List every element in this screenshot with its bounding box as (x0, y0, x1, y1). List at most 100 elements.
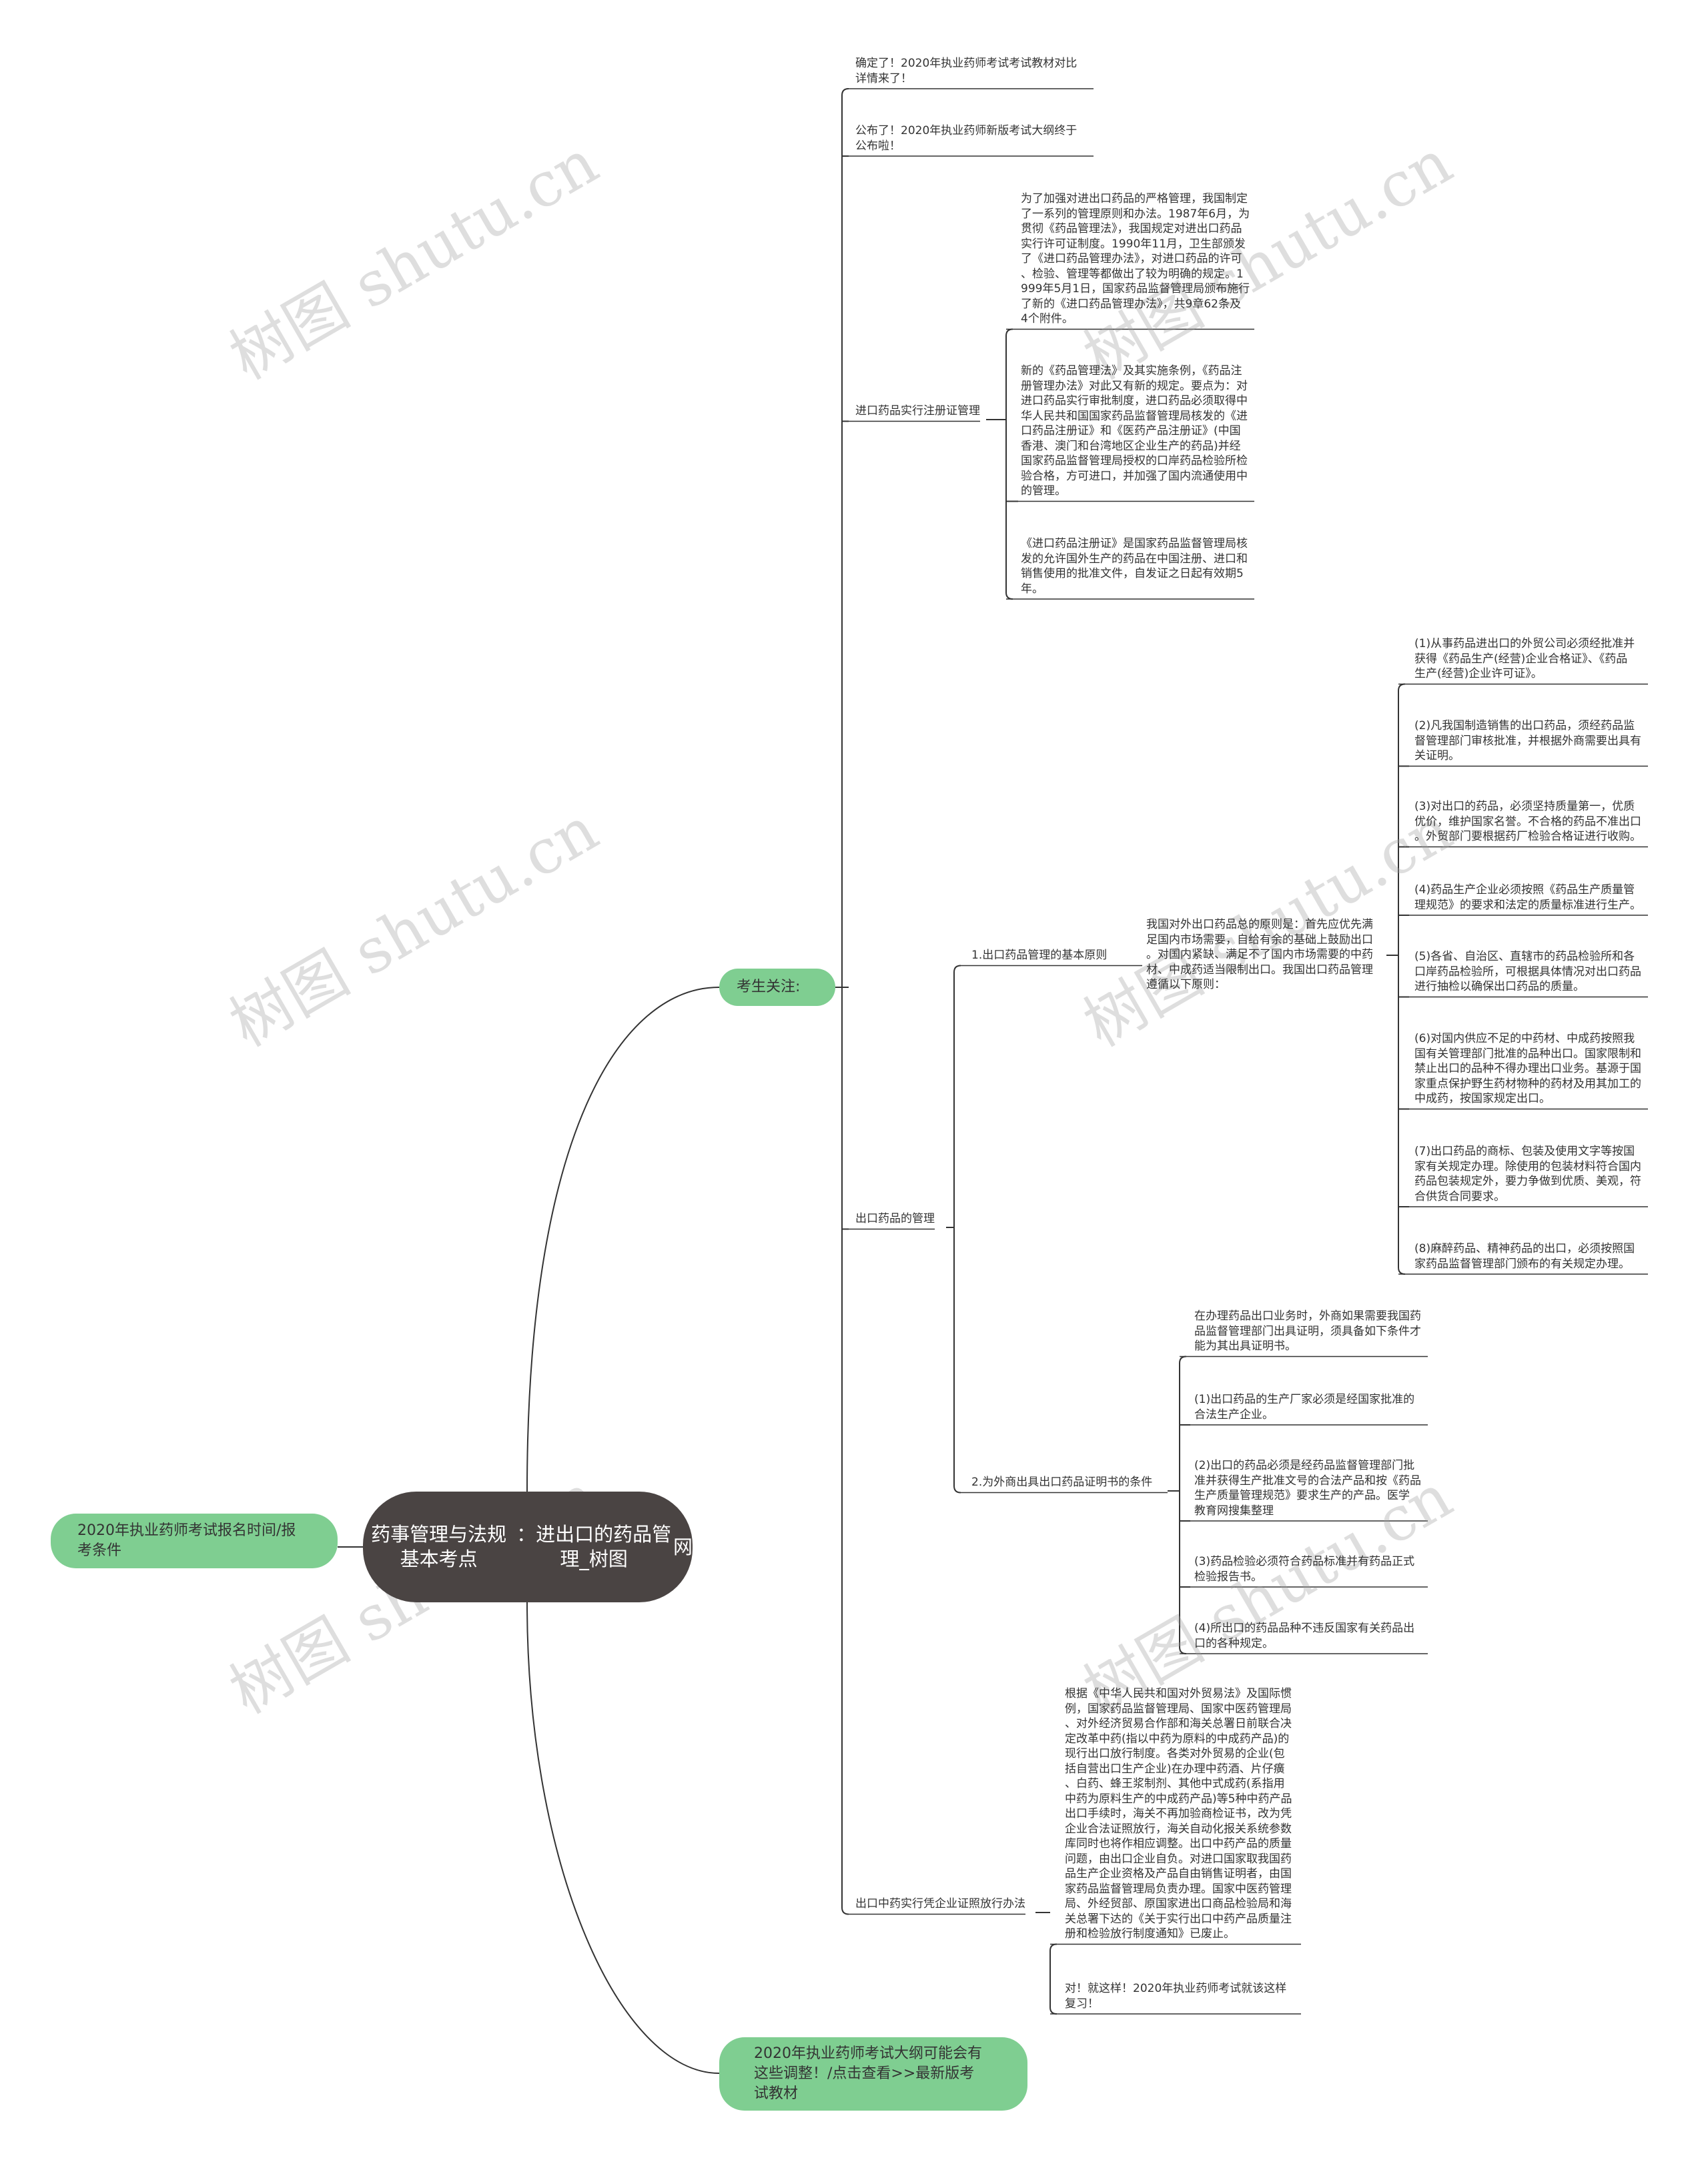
principle-item-4-line: 理规范》的要求和法定的质量标准进行生产。 (1414, 898, 1641, 912)
tcm-export-policy-text-line: 局、外经贸部、原国家进出口商品检验局和海 (1065, 1897, 1292, 1911)
principle-item-5-line: 口岸药品检验所，可根据具体情况对出口药品 (1414, 965, 1641, 979)
principle-item-6[interactable]: (6)对国内供应不足的中药材、中成药按照我国有关管理部门批准的品种出口。国家限制… (1414, 1031, 1641, 1107)
connector (526, 1602, 720, 2074)
connector (1049, 1943, 1057, 2015)
certificate-condition-2-line: 生产质量管理规范》要求生产的产品。医学 (1194, 1489, 1410, 1502)
export-certificate-branch[interactable]: 2.为外商出具出口药品证明书的条件 (971, 1475, 1152, 1490)
principle-item-7[interactable]: (7)出口药品的商标、包装及使用文字等按国家有关规定办理。除使用的包装材料符合国… (1414, 1144, 1641, 1204)
topic-dagang-update[interactable]: 2020年执业药师考试大纲可能会有这些调整！/点击查看>>最新版考试教材 (719, 2037, 1027, 2111)
topic-kaosheng-line: 考生关注: (737, 979, 801, 995)
import-new-rules-text-line: 国家药品监督管理局授权的口岸药品检验所检 (1021, 454, 1248, 468)
branch-import-registration[interactable]: 进口药品实行注册证管理 (855, 404, 980, 419)
tcm-export-policy-text-line: 册和检验放行制度通知》已废止。 (1065, 1927, 1235, 1941)
certificate-condition-3-line: (3)药品检验必须符合药品标准并有药品正式 (1194, 1555, 1415, 1568)
principle-item-6-line: 禁止出口的品种不得办理出口业务。基源于国 (1414, 1062, 1641, 1075)
principle-item-6-line: 国有关管理部门批准的品种出口。国家限制和 (1414, 1047, 1641, 1061)
tcm-export-policy-text-line: 、白药、蜂王浆制剂、其他中式成药(系指用 (1065, 1777, 1285, 1790)
certificate-condition-2-line: 教育网搜集整理 (1194, 1504, 1274, 1518)
branch-export-management[interactable]: 出口药品的管理 (855, 1211, 935, 1227)
certificate-condition-3[interactable]: (3)药品检验必须符合药品标准并有药品正式检验报告书。 (1194, 1554, 1414, 1584)
certificate-condition-0-line: 品监督管理部门出具证明，须具备如下条件才 (1194, 1324, 1421, 1338)
tcm-export-policy-text-line: 中药为原料生产的中成药产品)等5种中药产品 (1065, 1792, 1292, 1806)
left-topic-registration-line: 2020年执业药师考试报名时间/报 (77, 1522, 296, 1539)
import-certificate-text[interactable]: 《进口药品注册证》是国家药品监督管理局核发的允许国外生产的药品在中国注册、进口和… (1021, 536, 1248, 596)
branch-import-registration-line: 进口药品实行注册证管理 (855, 404, 980, 418)
branch-syllabus-published[interactable]: 公布了！2020年执业药师新版考试大纲终于公布啦！ (855, 123, 1077, 153)
export-principles-branch[interactable]: 1.出口药品管理的基本原则 (971, 948, 1107, 963)
connector (1005, 328, 1013, 600)
connector (841, 88, 849, 1915)
connector (1398, 683, 1406, 1275)
branch-export-management-line: 出口药品的管理 (855, 1212, 935, 1225)
branch-tcm-export-line: 出口中药实行凭企业证照放行办法 (855, 1897, 1025, 1911)
principle-item-3-line: 优价，维护国家名誉。不合格的药品不准出口 (1414, 815, 1641, 829)
branch-textbook-compare[interactable]: 确定了！2020年执业药师考试考试教材对比详情来了！ (855, 56, 1077, 86)
certificate-condition-4[interactable]: (4)所出口的药品品种不违反国家有关药品出口的各种规定。 (1194, 1621, 1414, 1651)
export-principles-intro-line: 遵循以下原则： (1146, 978, 1226, 991)
tcm-export-conclusion-text-line: 对！就这样！2020年执业药师考试就该这样 (1065, 1982, 1287, 1995)
topic-dagang-update-line: 试教材 (754, 2085, 799, 2102)
principle-item-6-line: 中成药，按国家规定出口。 (1414, 1092, 1551, 1105)
branch-syllabus-published-line: 公布了！2020年执业药师新版考试大纲终于 (855, 124, 1078, 137)
export-principles-intro-line: 我国对外出口药品总的原则是：首先应优先满 (1146, 918, 1373, 931)
left-topic-registration[interactable]: 2020年执业药师考试报名时间/报考条件 (51, 1514, 338, 1568)
principle-item-1-line: 生产(经营)企业许可证》。 (1414, 667, 1543, 680)
certificate-condition-0[interactable]: 在办理药品出口业务时，外商如果需要我国药品监督管理部门出具证明，须具备如下条件才… (1194, 1309, 1421, 1354)
tcm-export-policy-text-line: 家药品监督管理局负责办理。国家中医药管理 (1065, 1882, 1292, 1896)
principle-item-7-line: 药品包装规定外，要力争做到优质、美观，符 (1414, 1175, 1641, 1188)
tcm-export-policy-text-line: 例，国家药品监督管理局、国家中医药管理局 (1065, 1702, 1292, 1716)
topic-kaosheng[interactable]: 考生关注: (719, 969, 835, 1006)
principle-item-7-line: (7)出口药品的商标、包装及使用文字等按国 (1414, 1145, 1635, 1158)
export-certificate-branch-line: 2.为外商出具出口药品证明书的条件 (971, 1476, 1153, 1489)
import-new-rules-text[interactable]: 新的《药品管理法》及其实施条例，《药品注册管理办法》对此又有新的规定。要点为：对… (1021, 364, 1248, 499)
principle-item-1[interactable]: (1)从事药品进出口的外贸公司必须经批准并获得《药品生产(经营)企业合格证》、《… (1414, 636, 1635, 682)
tcm-export-policy-text-line: 关总署下达的《关于实行出口中药产品质量注 (1065, 1912, 1292, 1926)
tcm-export-policy-text-line: 问题，由出口企业自负。对进口国家取我国药 (1065, 1852, 1292, 1866)
principle-item-8-line: (8)麻醉药品、精神药品的出口，必须按照国 (1414, 1242, 1635, 1255)
certificate-condition-2[interactable]: (2)出口的药品必须是经药品监督管理部门批准并获得生产批准文号的合法产品和按《药… (1194, 1458, 1421, 1518)
branch-syllabus-published-line: 公布啦！ (855, 139, 901, 153)
principle-item-3-line: (3)对出口的药品，必须坚持质量第一，优质 (1414, 800, 1635, 813)
import-history-text-line: 为了加强对进出口药品的严格管理，我国制定 (1021, 192, 1248, 205)
principle-item-2-line: 关证明。 (1414, 749, 1460, 762)
principle-item-5[interactable]: (5)各省、自治区、直辖市的药品检验所和各口岸药品检验所，可根据具体情况对出口药… (1414, 949, 1641, 995)
principle-item-4-line: (4)药品生产企业必须按照《药品生产质量管 (1414, 883, 1635, 897)
export-principles-intro-line: 材、中成药适当限制出口。我国出口药品管理 (1146, 963, 1373, 977)
import-history-text-line: 贯彻《药品管理法》，我国规定对进出口药品 (1021, 222, 1242, 235)
principle-item-2[interactable]: (2)凡我国制造销售的出口药品，须经药品监督管理部门审核批准，并根据外商需要出具… (1414, 718, 1641, 764)
import-certificate-text-line: 年。 (1021, 582, 1043, 596)
principle-item-7-line: 合供货合同要求。 (1414, 1189, 1505, 1203)
certificate-condition-1-line: 合法生产企业。 (1194, 1408, 1274, 1422)
export-principles-intro-line: 足国内市场需要，自给有余的基础上鼓励出口 (1146, 933, 1373, 947)
topic-dagang-update-line: 2020年执业药师考试大纲可能会有 (754, 2045, 982, 2062)
import-history-text[interactable]: 为了加强对进出口药品的严格管理，我国制定了一系列的管理原则和办法。1987年6月… (1021, 191, 1250, 327)
tcm-export-policy-text-line: 括自营出口生产企业)在办理中药酒、片仔癀 (1065, 1762, 1285, 1776)
principle-item-8[interactable]: (8)麻醉药品、精神药品的出口，必须按照国家药品监督管理部门颁布的有关规定办理。 (1414, 1241, 1635, 1271)
principle-item-7-line: 家有关规定办理。除使用的包装材料符合国内 (1414, 1159, 1641, 1173)
import-history-text-line: 999年5月1日，国家药品监督管理局颁布施行 (1021, 282, 1250, 296)
export-principles-intro[interactable]: 我国对外出口药品总的原则是：首先应优先满足国内市场需要，自给有余的基础上鼓励出口… (1146, 917, 1373, 993)
principle-item-4[interactable]: (4)药品生产企业必须按照《药品生产质量管理规范》的要求和法定的质量标准进行生产… (1414, 883, 1641, 913)
root-topic-line: 网 (673, 1535, 693, 1558)
tcm-export-conclusion-text[interactable]: 对！就这样！2020年执业药师考试就该这样复习！ (1065, 1981, 1286, 2011)
certificate-condition-4-line: (4)所出口的药品品种不违反国家有关药品出 (1194, 1622, 1415, 1635)
certificate-condition-3-line: 检验报告书。 (1194, 1570, 1262, 1584)
principle-item-5-line: 进行抽检以确保出口药品的质量。 (1414, 980, 1585, 993)
import-certificate-text-line: 发的允许国外生产的药品在中国注册、进口和 (1021, 552, 1248, 566)
root-topic-line: 药事管理与法规基本考点 (371, 1523, 507, 1570)
connector (526, 987, 720, 1492)
principle-item-3-line: 。外贸部门要根据药厂检验合格证进行收购。 (1414, 830, 1641, 843)
principle-item-1-line: 获得《药品生产(经营)企业合格证》、《药品 (1414, 652, 1628, 666)
tcm-export-policy-text[interactable]: 根据《中华人民共和国对外贸易法》及国际惯例，国家药品监督管理局、国家中医药管理局… (1065, 1686, 1292, 1942)
root-topic[interactable]: 药事管理与法规基本考点：进出口的药品管理_树图网 (363, 1492, 693, 1602)
principle-item-6-line: 家重点保护野生药材物种的药材及用其加工的 (1414, 1077, 1641, 1091)
principle-item-3[interactable]: (3)对出口的药品，必须坚持质量第一，优质优价，维护国家名誉。不合格的药品不准出… (1414, 799, 1641, 845)
export-principles-intro-line: 。对国内紧缺、满足不了国内市场需要的中药 (1146, 948, 1373, 961)
import-new-rules-text-line: 口药品注册证》和《医药产品注册证》(中国 (1021, 424, 1241, 438)
certificate-condition-0-line: 在办理药品出口业务时，外商如果需要我国药 (1194, 1309, 1421, 1323)
principle-item-2-line: (2)凡我国制造销售的出口药品，须经药品监 (1414, 719, 1635, 732)
branch-tcm-export[interactable]: 出口中药实行凭企业证照放行办法 (855, 1896, 1025, 1912)
certificate-condition-1[interactable]: (1)出口药品的生产厂家必须是经国家批准的合法生产企业。 (1194, 1392, 1414, 1422)
principle-item-5-line: (5)各省、自治区、直辖市的药品检验所和各 (1414, 950, 1635, 963)
